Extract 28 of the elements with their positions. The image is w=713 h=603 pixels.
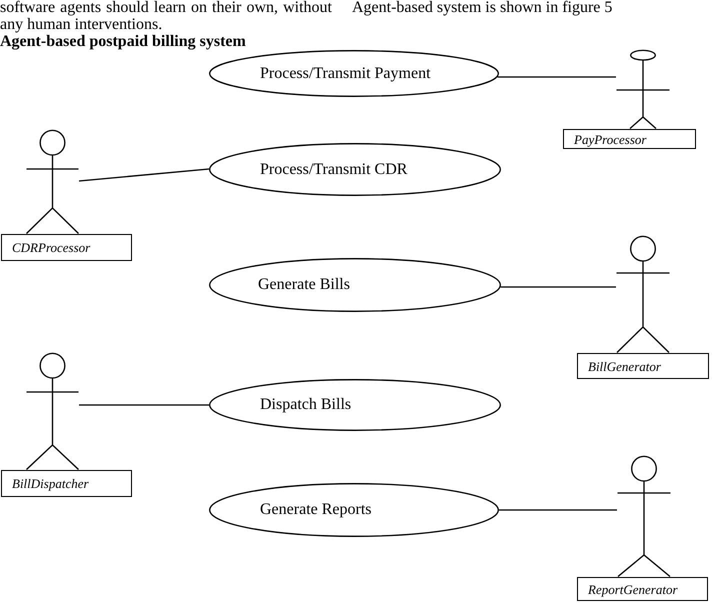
- actor-stick-figure: [617, 455, 671, 577]
- association-line: [497, 76, 616, 78]
- use-case-ellipse: [209, 143, 501, 196]
- use-case-ellipse: [209, 483, 499, 537]
- body-text-line: Agent-based system is shown in figure 5: [352, 0, 614, 16]
- use-case-ellipse: [209, 50, 499, 97]
- use-case-label: Process/Transmit Payment: [260, 64, 431, 82]
- actor-stick-figure: [616, 235, 670, 353]
- actor-name-label: BillDispatcher: [1, 470, 132, 497]
- use-case-label: Process/Transmit CDR: [260, 160, 408, 178]
- actor-stick-figure: [616, 49, 670, 129]
- use-case-ellipse: [209, 379, 501, 431]
- actor-name-label: BillGenerator: [577, 353, 709, 379]
- actor-stick-figure: [26, 129, 79, 234]
- association-line: [79, 404, 209, 406]
- association-line: [500, 286, 616, 288]
- use-case-label: Dispatch Bills: [260, 396, 352, 414]
- actor-name-label: PayProcessor: [563, 129, 696, 149]
- association-line: [499, 509, 617, 511]
- use-case-ellipse: [209, 258, 501, 312]
- actor-name-label: ReportGenerator: [577, 577, 708, 601]
- actor-name-label: CDRProcessor: [1, 234, 132, 261]
- use-case-label: Generate Reports: [260, 501, 372, 519]
- body-paragraph: software agents should learn on their own, without any human interventions.: [0, 0, 332, 33]
- section-heading: Agent-based postpaid billing system: [0, 33, 246, 50]
- use-case-label: Generate Bills: [258, 276, 350, 294]
- association-line: [78, 168, 210, 182]
- actor-stick-figure: [26, 352, 79, 470]
